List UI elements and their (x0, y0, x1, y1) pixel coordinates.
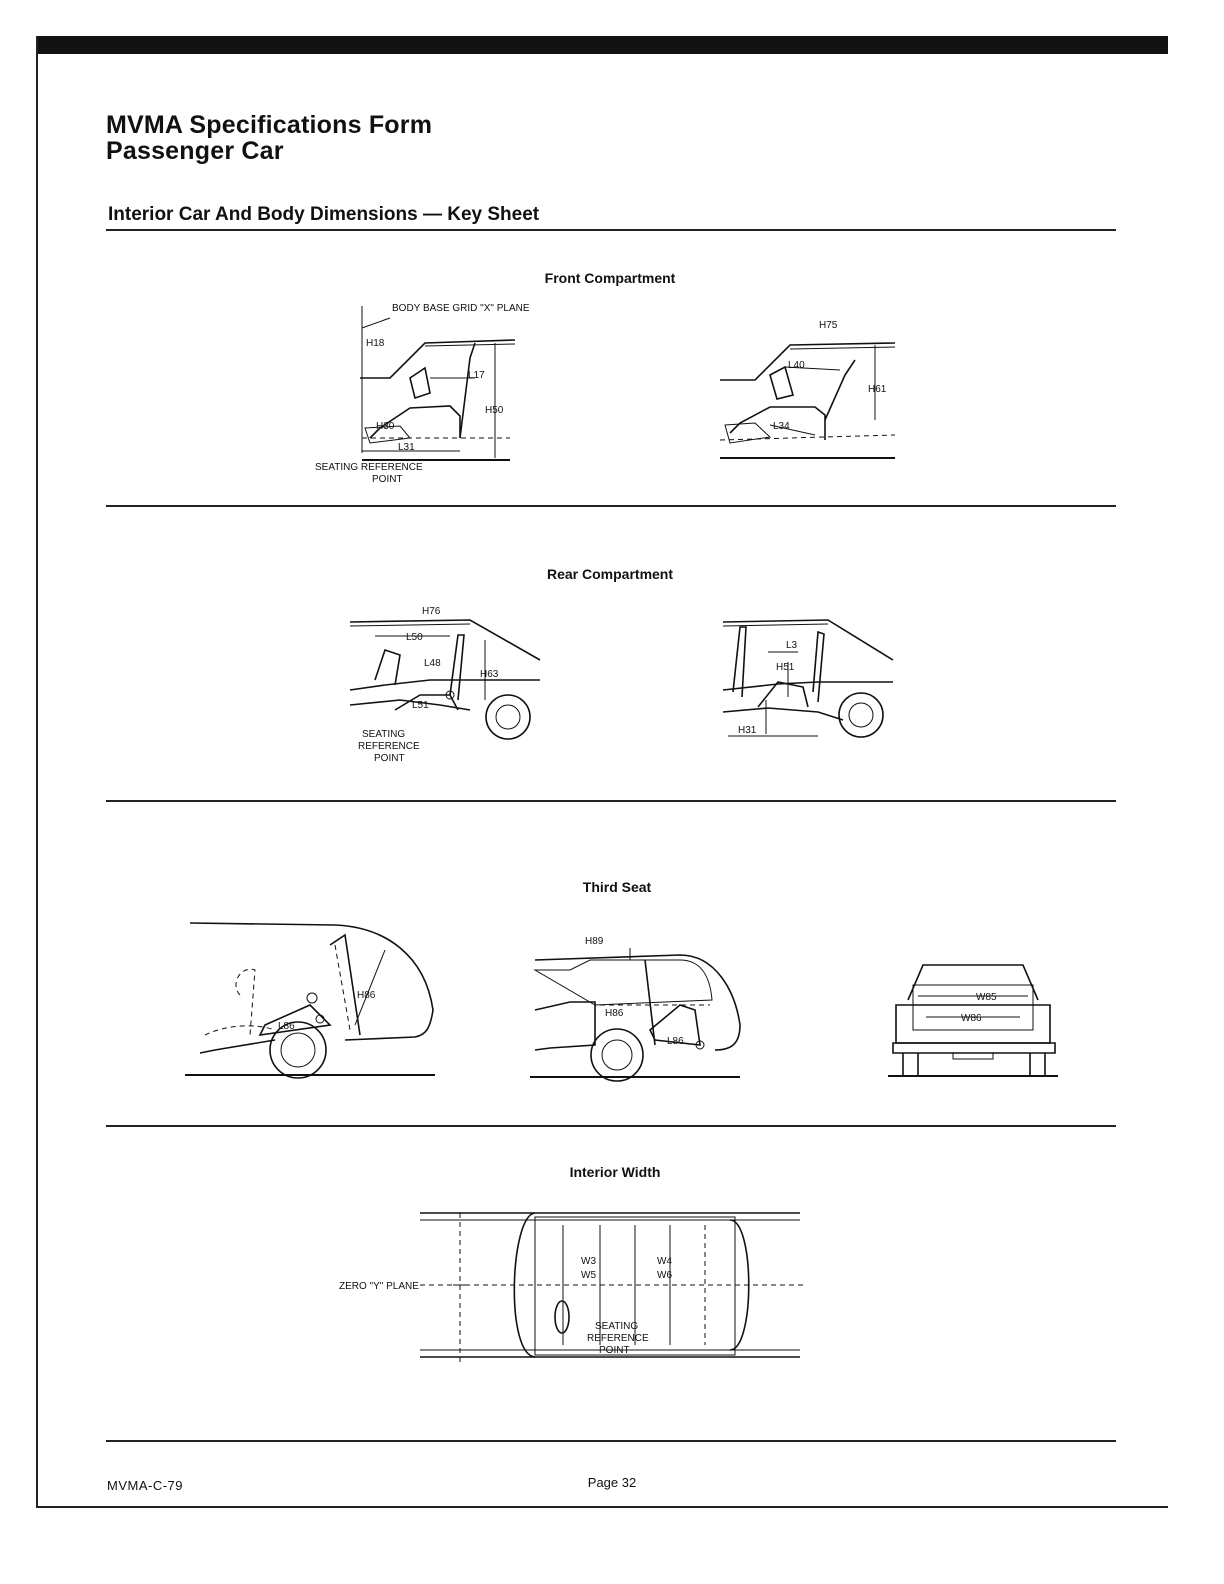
page-number: Page 32 (587, 1475, 637, 1490)
label-point-width: POINT (599, 1345, 630, 1356)
label-reference-width: REFERENCE (587, 1333, 649, 1344)
page-subtitle: Interior Car And Body Dimensions — Key S… (108, 204, 540, 225)
label-h75: H75 (819, 320, 838, 331)
label-point: POINT (374, 753, 405, 764)
label-l86: L86 (278, 1021, 295, 1032)
third-seat-diagram-3: W85 W86 (888, 964, 1058, 1077)
rear-section-rule (106, 800, 1116, 802)
top-black-bar (36, 36, 1168, 54)
title-line-1: MVMA Specifications Form (106, 111, 433, 139)
label-seating-reference: SEATING REFERENCE (315, 462, 423, 473)
label-l48: L48 (424, 658, 441, 669)
label-h63: H63 (480, 669, 499, 680)
label-w5: W5 (581, 1270, 596, 1281)
front-section-rule (106, 505, 1116, 507)
label-l40: L40 (788, 360, 805, 371)
page-title: MVMA Specifications Form Passenger Car (106, 112, 432, 164)
bottom-margin-rule (36, 1506, 1168, 1508)
label-l86-third: L86 (667, 1036, 684, 1047)
label-h51: H51 (776, 662, 795, 673)
label-reference: REFERENCE (358, 741, 420, 752)
label-w4: W4 (657, 1256, 672, 1267)
label-w85: W85 (976, 992, 997, 1003)
third-seat-section-rule (106, 1125, 1116, 1127)
front-compartment-diagram-1: BODY BASE GRID "X" PLANE H18 L17 H50 H30… (315, 303, 530, 485)
label-seating-width: SEATING (595, 1321, 638, 1332)
label-h86: H86 (357, 990, 376, 1001)
label-h31: H31 (738, 725, 757, 736)
rear-compartment-diagram-2: L3 H51 H31 (722, 619, 894, 738)
front-compartment-label: Front Compartment (544, 270, 676, 286)
width-section-rule (106, 1440, 1116, 1442)
title-line-2: Passenger Car (106, 137, 284, 165)
rear-compartment-diagram-1: H76 L50 L48 H63 L51 SEATING REFERENCE PO… (349, 606, 541, 764)
label-body-base-grid: BODY BASE GRID "X" PLANE (392, 303, 530, 314)
third-seat-diagram-2: H89 H86 L86 (530, 936, 741, 1082)
label-h76: H76 (422, 606, 441, 617)
label-h30: H30 (376, 421, 395, 432)
document-code: MVMA-C-79 (107, 1478, 184, 1493)
label-l34: L34 (773, 421, 790, 432)
label-l50: L50 (406, 632, 423, 643)
label-w86: W86 (961, 1013, 982, 1024)
label-h50: H50 (485, 405, 504, 416)
label-zero-y-plane: ZERO "Y" PLANE (339, 1281, 419, 1292)
label-seating-point: POINT (372, 474, 403, 485)
label-h61: H61 (868, 384, 887, 395)
label-h18: H18 (366, 338, 385, 349)
interior-width-diagram: ZERO "Y" PLANE W3 W5 W4 W6 SEATING REFER… (339, 1212, 805, 1365)
third-seat-diagram-1: H86 L86 (185, 922, 435, 1079)
subtitle-rule (106, 229, 1116, 231)
left-margin-rule (36, 36, 38, 1508)
third-seat-label: Third Seat (582, 879, 652, 895)
label-l31: L31 (398, 442, 415, 453)
label-l3: L3 (786, 640, 798, 651)
rear-compartment-label: Rear Compartment (546, 566, 674, 582)
label-w3: W3 (581, 1256, 596, 1267)
label-w6: W6 (657, 1270, 672, 1281)
label-l17: L17 (468, 370, 485, 381)
label-h89: H89 (585, 936, 604, 947)
label-h86-third: H86 (605, 1008, 624, 1019)
label-seating: SEATING (362, 729, 405, 740)
label-l51: L51 (412, 700, 429, 711)
front-compartment-diagram-2: H75 L40 H61 L34 (719, 320, 896, 459)
interior-width-label: Interior Width (569, 1164, 661, 1180)
